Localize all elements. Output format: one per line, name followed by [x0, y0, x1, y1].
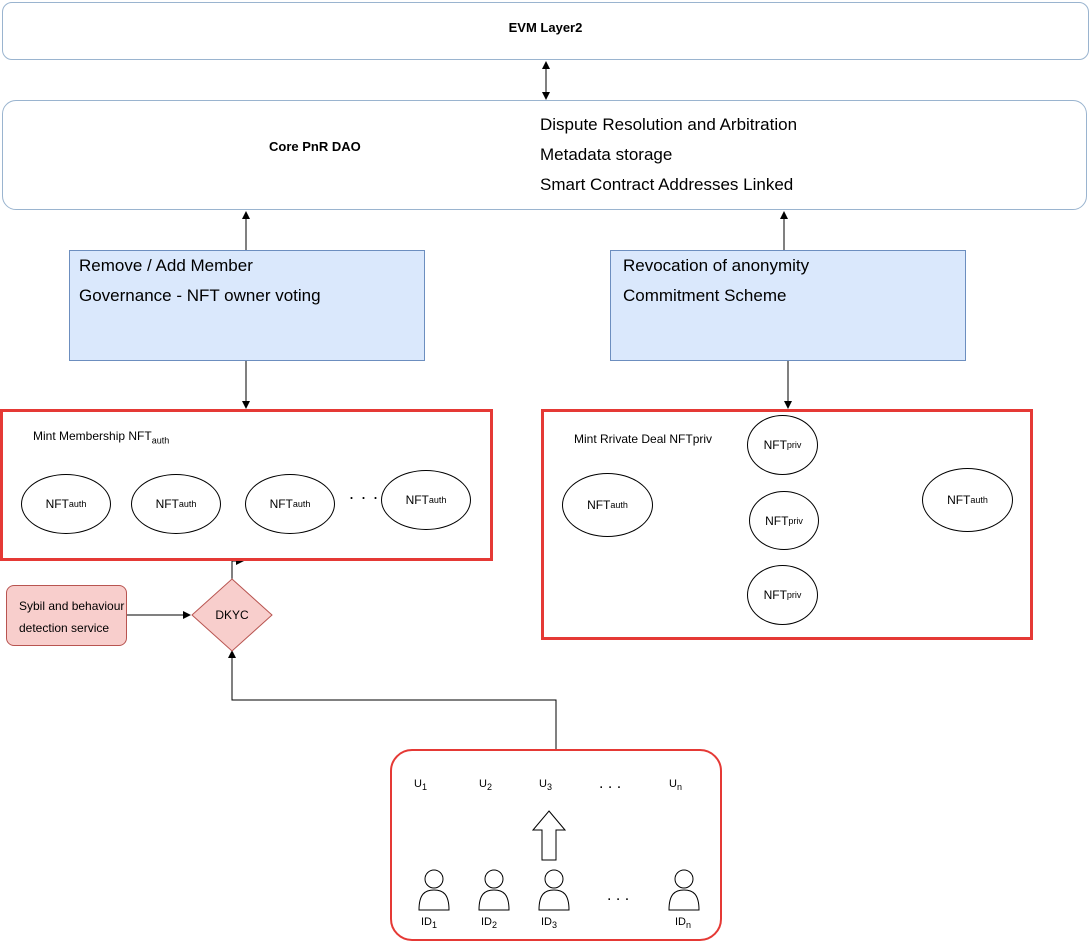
sybil-line-2: detection service [19, 621, 110, 635]
core-dao-box: Core PnR DAO Dispute Resolution and Arbi… [2, 100, 1087, 210]
user-ellipsis: . . . [599, 775, 622, 792]
id-label-3: ID3 [541, 916, 558, 931]
membership-title: Mint Membership NFTauth [33, 429, 170, 446]
id-label-n: IDn [675, 916, 692, 931]
person-icon [538, 869, 570, 911]
core-item-contracts: Smart Contract Addresses Linked [540, 175, 794, 194]
person-icon [418, 869, 450, 911]
core-dao-title: Core PnR DAO [269, 139, 361, 154]
id-ellipsis: . . . [607, 887, 630, 904]
private-deal-title: Mint Rrivate Deal NFTpriv [574, 432, 713, 446]
governance-line-2: Governance - NFT owner voting [79, 286, 321, 305]
dkyc-label: DKYC [215, 608, 249, 622]
revocation-box: Revocation of anonymity Commitment Schem… [610, 250, 966, 361]
dkyc-diamond [191, 578, 273, 652]
revocation-line-1: Revocation of anonymity [623, 256, 810, 275]
governance-line-1: Remove / Add Member [79, 256, 253, 275]
membership-ellipsis: . . . [349, 483, 380, 503]
evm-layer2-box: EVM Layer2 [2, 2, 1089, 60]
user-label-1: U1 [414, 778, 427, 793]
person-icon [478, 869, 510, 911]
up-arrow-icon [532, 810, 566, 861]
user-label-n: Un [669, 778, 682, 793]
core-item-metadata: Metadata storage [540, 145, 673, 164]
revocation-line-2: Commitment Scheme [623, 286, 787, 305]
evm-layer2-title: EVM Layer2 [508, 20, 583, 35]
governance-box: Remove / Add Member Governance - NFT own… [69, 250, 425, 361]
user-label-2: U2 [479, 778, 492, 793]
dkyc-membership-arrow [231, 557, 244, 580]
users-dkyc-arrow [228, 650, 557, 749]
sybil-line-1: Sybil and behaviour [19, 599, 125, 613]
sybil-detection-box: Sybil and behaviour detection service [6, 585, 127, 646]
user-label-3: U3 [539, 778, 552, 793]
core-item-dispute: Dispute Resolution and Arbitration [540, 115, 798, 134]
person-icon [668, 869, 700, 911]
id-label-1: ID1 [421, 916, 438, 931]
id-label-2: ID2 [481, 916, 498, 931]
